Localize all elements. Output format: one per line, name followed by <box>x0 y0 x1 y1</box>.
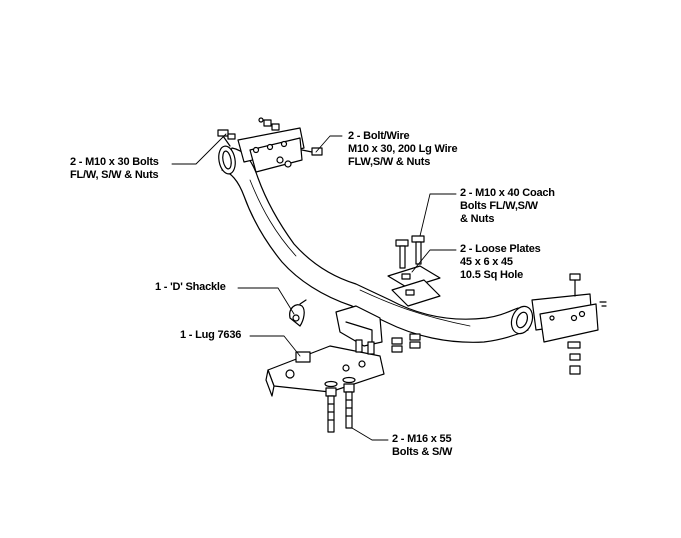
callout-m16x55-bolts: 2 - M16 x 55 Bolts & S/W <box>392 433 452 459</box>
m16-bolts <box>324 376 356 433</box>
callout-bolt-wire: 2 - Bolt/Wire M10 x 30, 200 Lg Wire FLW,… <box>348 130 458 169</box>
callout-m10x30-bolts: 2 - M10 x 30 Bolts FL/W, S/W & Nuts <box>70 156 159 182</box>
callout-m16x55-bolts-line2: Bolts & S/W <box>392 446 453 458</box>
right-bolts <box>567 273 607 375</box>
callout-m10x30-bolts-line2: FL/W, S/W & Nuts <box>70 169 159 181</box>
leader-lines <box>171 133 457 441</box>
callout-m10x30-bolts-line1: 2 - M10 x 30 Bolts <box>70 156 159 168</box>
center-nuts <box>391 333 421 353</box>
callout-loose-plates-line3: 10.5 Sq Hole <box>460 269 524 281</box>
lug-mount-bracket <box>335 305 383 355</box>
left-tube-end <box>218 145 236 175</box>
callout-loose-plates-line1: 2 - Loose Plates <box>460 243 541 255</box>
coach-bolts <box>395 235 425 269</box>
loose-plates <box>387 265 441 307</box>
right-mounting-bracket <box>531 293 599 343</box>
left-bolts <box>217 117 292 168</box>
left-mounting-bracket <box>237 127 305 173</box>
callout-m10x40-coach-line1: 2 - M10 x 40 Coach <box>460 187 555 199</box>
callout-loose-plates-line2: 45 x 6 x 45 <box>460 256 513 268</box>
lug-plate <box>265 345 385 397</box>
callout-loose-plates: 2 - Loose Plates 45 x 6 x 45 10.5 Sq Hol… <box>460 243 541 282</box>
d-shackle <box>289 299 307 327</box>
callout-lug-line1: 1 - Lug 7636 <box>180 329 242 341</box>
callout-bolt-wire-line2: M10 x 30, 200 Lg Wire <box>348 143 458 155</box>
callout-lug: 1 - Lug 7636 <box>180 329 241 342</box>
callout-bolt-wire-line3: FLW,S/W & Nuts <box>348 156 431 168</box>
right-tube-end <box>510 305 534 335</box>
callout-m16x55-bolts-line1: 2 - M16 x 55 <box>392 433 452 445</box>
callout-bolt-wire-line1: 2 - Bolt/Wire <box>348 130 410 142</box>
callout-d-shackle: 1 - 'D' Shackle <box>155 281 226 294</box>
callout-m10x40-coach: 2 - M10 x 40 Coach Bolts FL/W,S/W & Nuts <box>460 187 555 226</box>
callout-d-shackle-line1: 1 - 'D' Shackle <box>155 281 226 293</box>
callout-m10x40-coach-line3: & Nuts <box>460 213 495 225</box>
callout-m10x40-coach-line2: Bolts FL/W,S/W <box>460 200 538 212</box>
